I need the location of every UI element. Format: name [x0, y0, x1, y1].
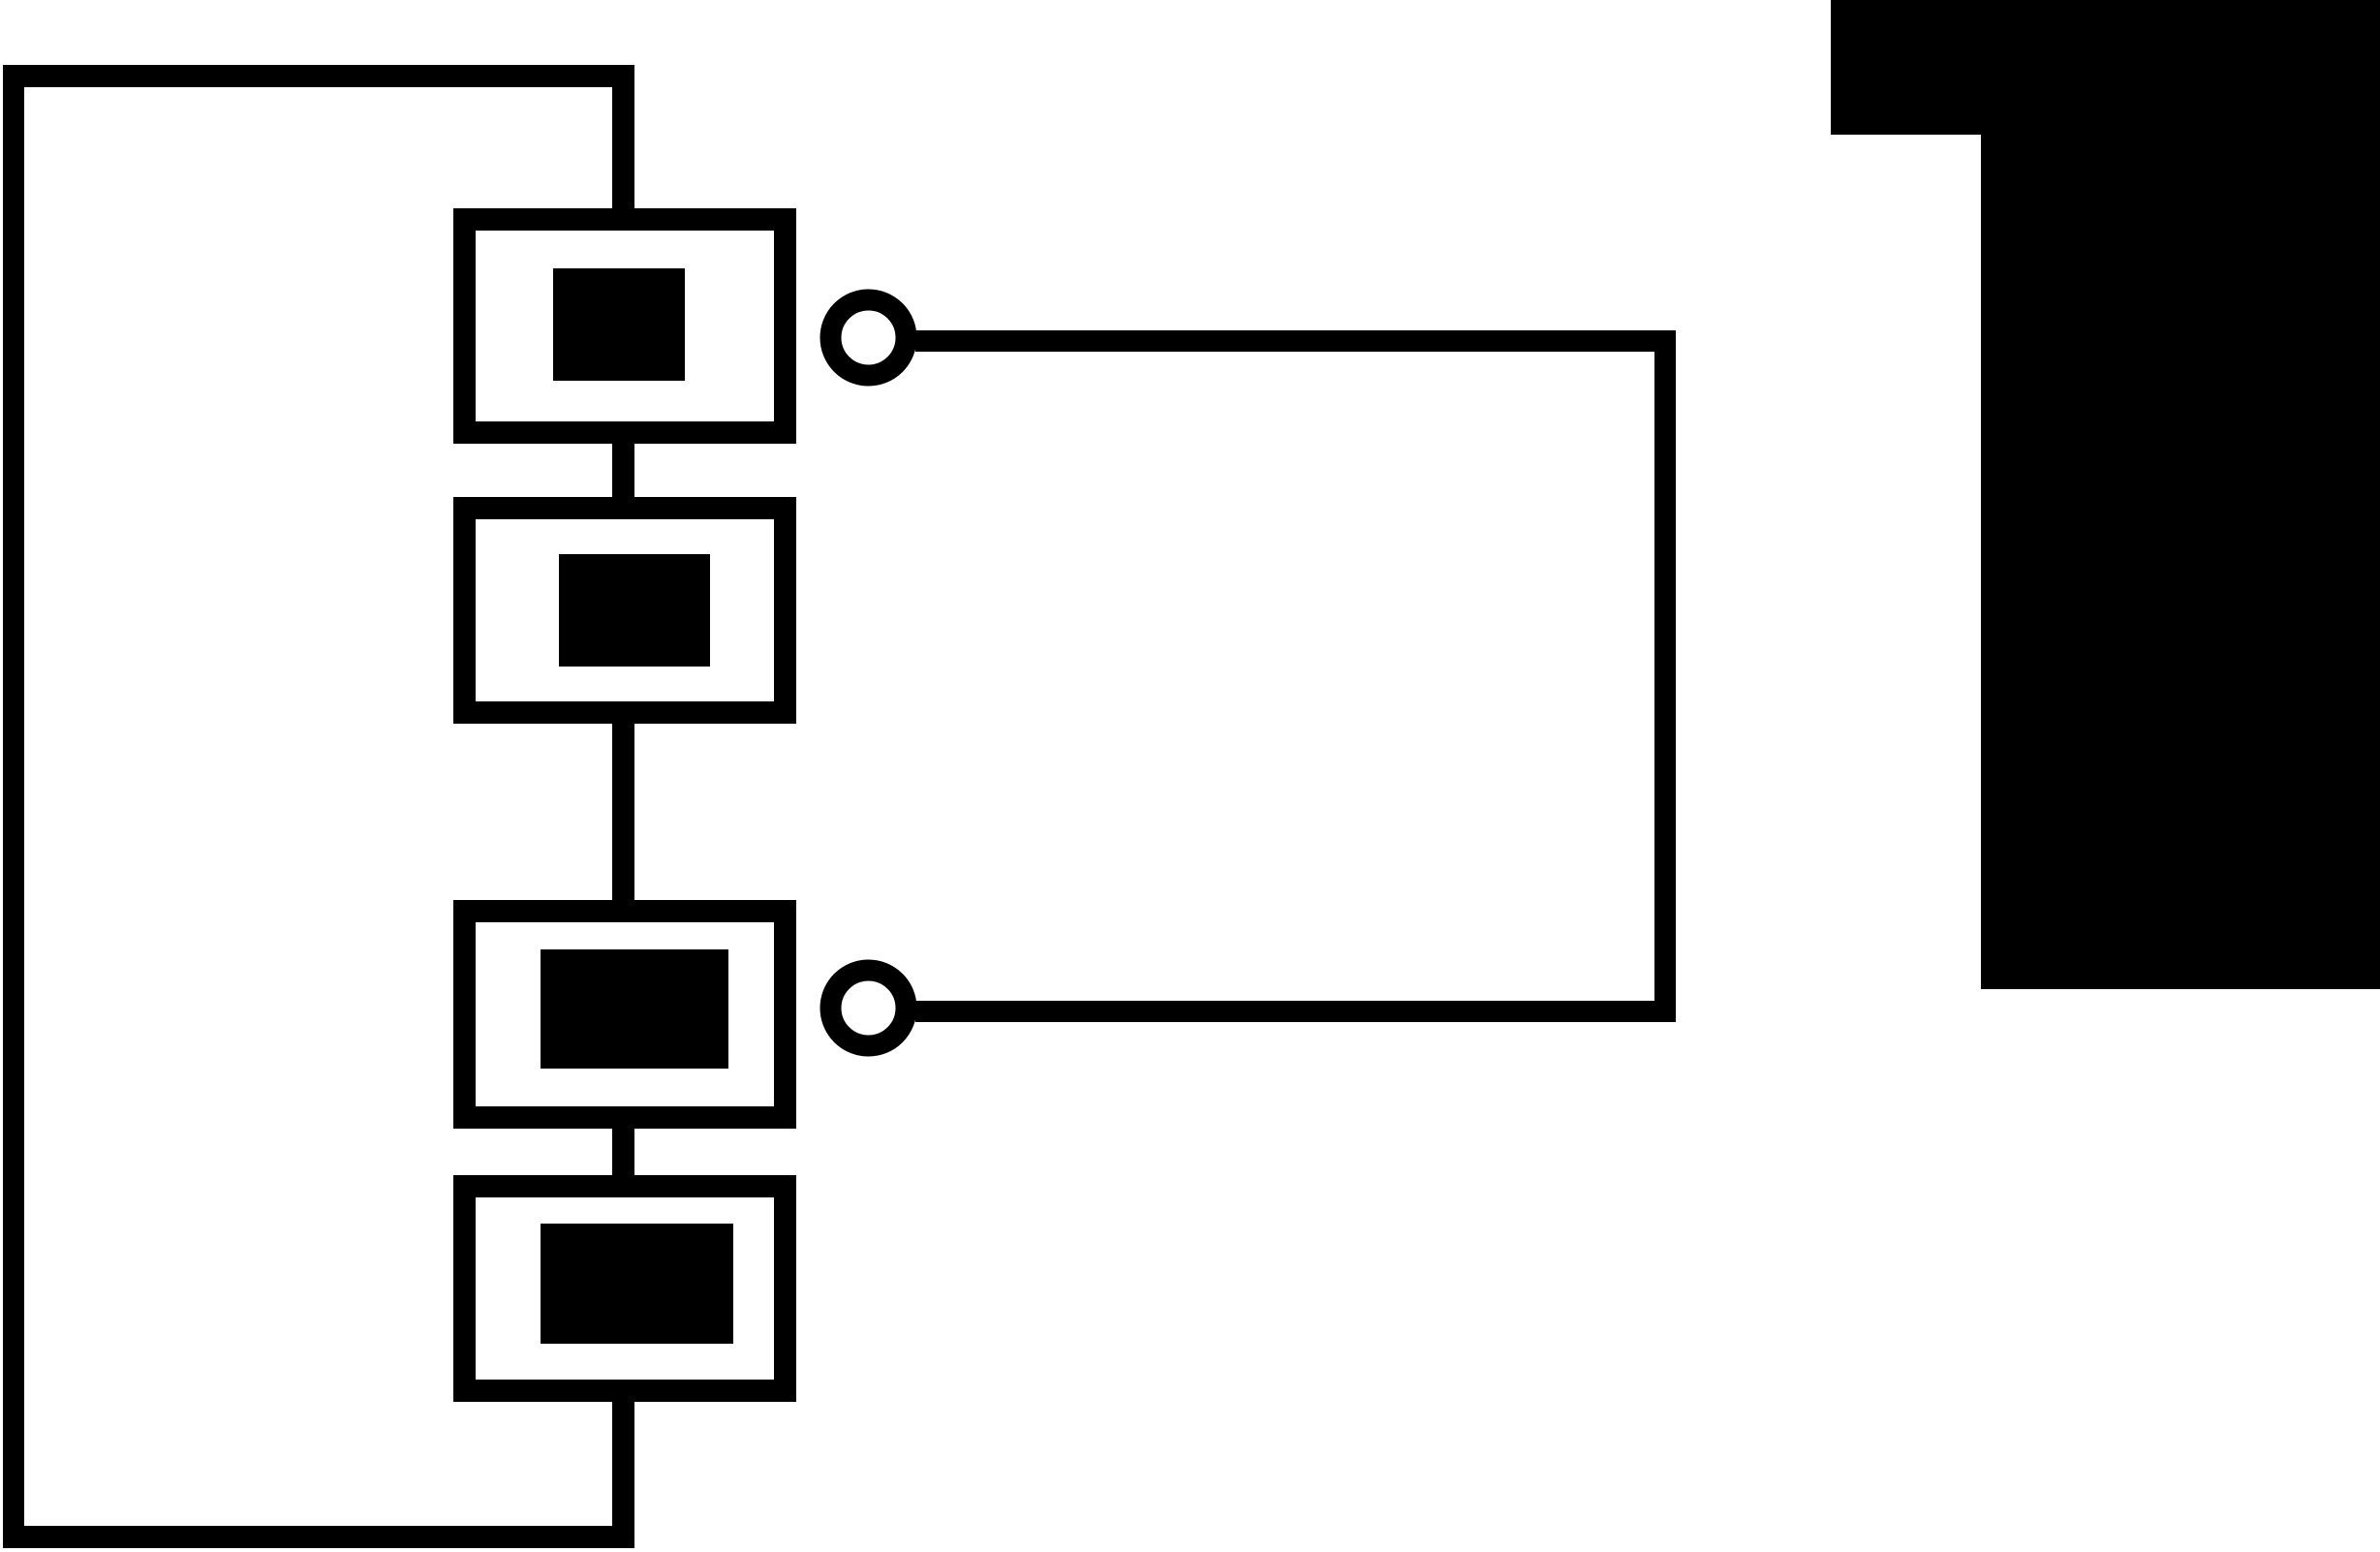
- wire-right: [1654, 330, 1676, 1022]
- wire-bottom: [915, 1001, 1676, 1022]
- connector-box-3-to-box-4: [612, 1127, 634, 1178]
- box-3-fill: [541, 949, 728, 1069]
- box-4-fill: [541, 1224, 733, 1344]
- terminal-circle-top: [819, 289, 917, 387]
- terminal-circle-bottom: [819, 959, 917, 1057]
- connector-box-1-to-box-2: [612, 442, 634, 500]
- box-3-outline: [453, 900, 796, 1129]
- solid-block-main: [1981, 0, 2380, 989]
- box-4-outline: [453, 1175, 796, 1402]
- loop-top-edge: [3, 65, 634, 87]
- box-2-fill: [559, 554, 710, 667]
- connector-top-to-box-1: [612, 85, 634, 211]
- loop-left-edge: [3, 65, 24, 1548]
- box-1-outline: [453, 208, 796, 444]
- box-2-outline: [453, 497, 796, 724]
- box-1-fill: [553, 268, 685, 381]
- loop-bottom-edge: [3, 1526, 634, 1548]
- wire-top: [915, 330, 1676, 352]
- connector-box-2-to-box-3: [612, 722, 634, 903]
- connector-box-4-to-bottom: [612, 1400, 634, 1529]
